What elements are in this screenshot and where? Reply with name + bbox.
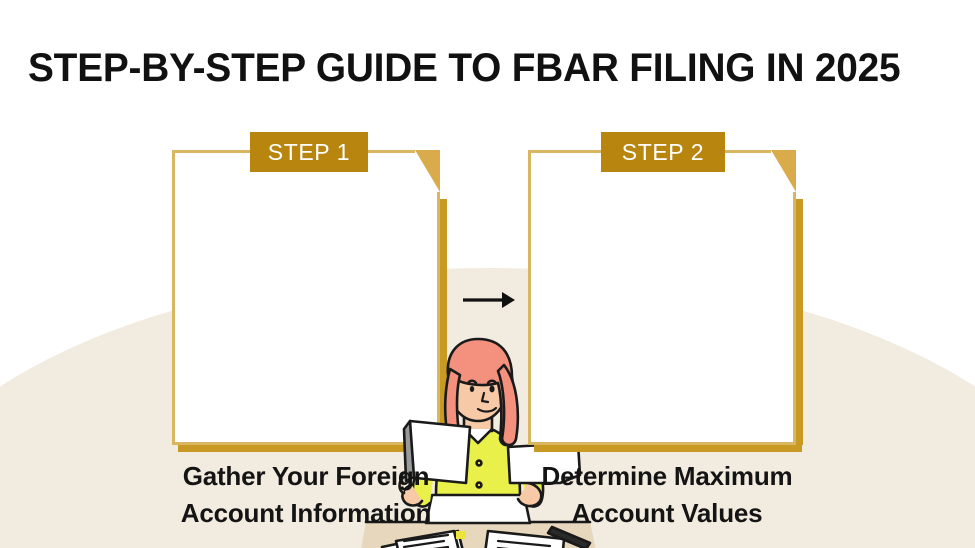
card-1-shadow-right — [440, 199, 447, 445]
card-1-border-left — [172, 150, 175, 445]
step-1-badge-label: STEP 1 — [267, 138, 351, 165]
page-title: STEP-BY-STEP GUIDE TO FBAR FILING IN 202… — [28, 46, 901, 90]
card-1-folded-corner-icon — [415, 150, 440, 192]
step-2-caption: Determine Maximum Account Values — [497, 458, 837, 532]
card-1-border-right — [437, 192, 440, 445]
card-2-border-left — [528, 150, 531, 445]
arrow-right-icon — [462, 288, 516, 312]
step-2-badge: STEP 2 — [601, 132, 725, 172]
card-2-border-bottom — [528, 442, 796, 445]
card-1-shadow-bottom — [178, 445, 446, 452]
card-2-folded-corner-icon — [771, 150, 796, 192]
step-1-caption-line-1: Gather Your Foreign — [182, 461, 430, 491]
step-2-caption-line-2: Account Values — [571, 497, 763, 528]
step-card-2 — [528, 150, 803, 452]
step-card-1 — [172, 150, 596, 548]
step-1-caption-line-2: Account Information — [180, 497, 432, 528]
card-2-border-right — [793, 192, 796, 445]
card-2-shadow-right — [796, 199, 803, 445]
step-2-badge-label: STEP 2 — [621, 138, 705, 165]
step-2-caption-line-1: Determine Maximum — [541, 461, 793, 491]
step-1-badge: STEP 1 — [250, 132, 368, 172]
card-1-border-bottom — [172, 442, 440, 445]
step-1-caption: Gather Your Foreign Account Information — [136, 458, 476, 532]
step-1-illustration — [352, 335, 604, 548]
card-2-shadow-bottom — [534, 445, 802, 452]
